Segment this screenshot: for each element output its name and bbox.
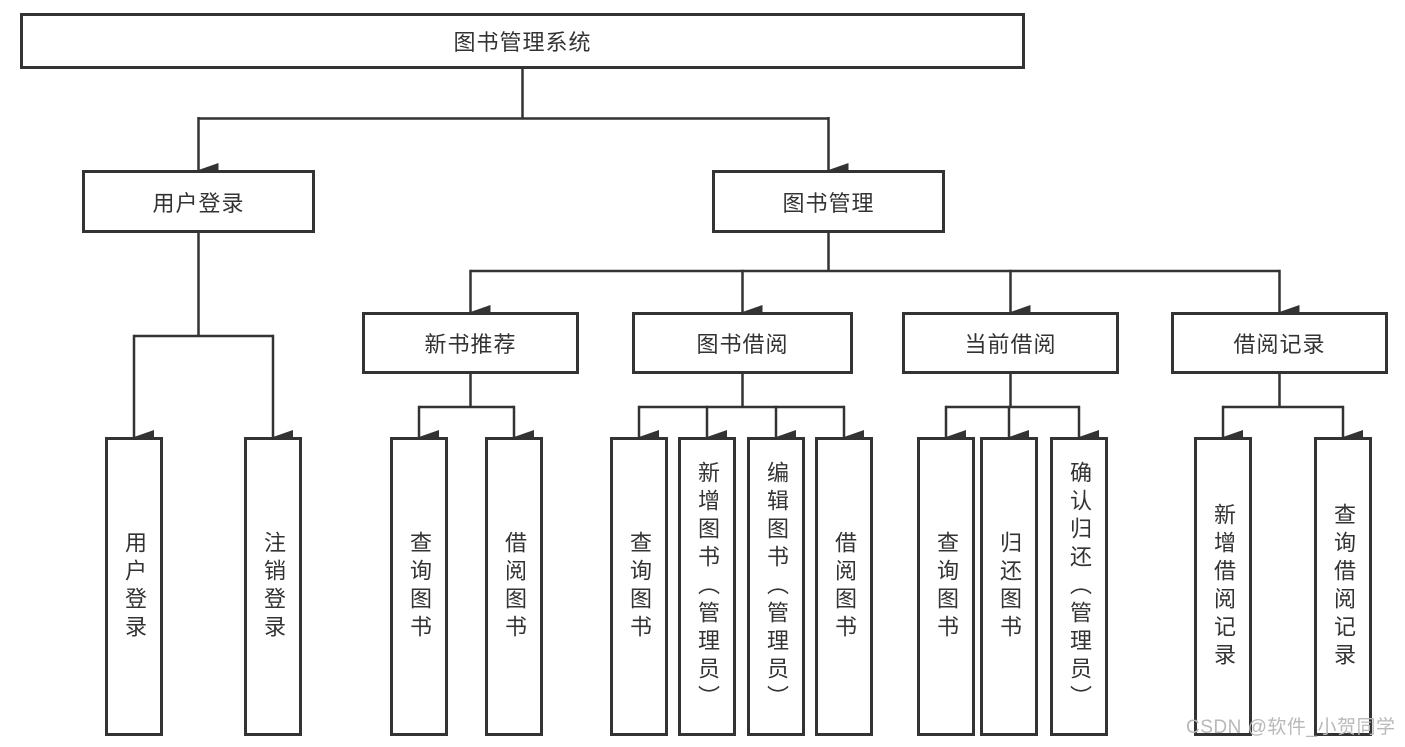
connector-borrow-records xyxy=(1221,374,1363,444)
node-label: 当前借阅 xyxy=(964,332,1057,357)
node-label: 借阅记录 xyxy=(1233,332,1326,357)
leaf-label: 归还图书 xyxy=(997,530,1022,643)
leaf-label: 查询借阅记录 xyxy=(1331,502,1356,671)
leaf-label: 借阅图书 xyxy=(502,530,527,643)
node-user-login: 用户登录 xyxy=(82,170,315,233)
leaf-label: 查询图书 xyxy=(407,530,432,643)
node-library-management-system: 图书管理系统 xyxy=(20,13,1025,69)
leaf-query-borrow-record: 查询借阅记录 xyxy=(1314,437,1372,736)
leaf-logout: 注销登录 xyxy=(244,437,302,736)
leaf-borrow-books: 借阅图书 xyxy=(815,437,873,736)
connector-new-book-recommend xyxy=(417,374,534,444)
node-current-borrowing: 当前借阅 xyxy=(902,312,1119,374)
node-book-borrowing: 图书借阅 xyxy=(632,312,853,374)
leaf-label: 借阅图书 xyxy=(832,530,857,643)
connector-root xyxy=(197,69,849,177)
node-label: 新书推荐 xyxy=(424,332,517,357)
node-new-book-recommend: 新书推荐 xyxy=(362,312,579,374)
leaf-borrow-books-recommend: 借阅图书 xyxy=(485,437,543,736)
leaf-add-borrow-record: 新增借阅记录 xyxy=(1194,437,1252,736)
leaf-label: 确认归还（管理员） xyxy=(1067,460,1092,713)
node-label: 图书管理系统 xyxy=(453,30,592,55)
leaf-return-books: 归还图书 xyxy=(980,437,1038,736)
node-borrow-records: 借阅记录 xyxy=(1171,312,1388,374)
connector-current-borrowing xyxy=(944,374,1099,444)
leaf-query-books-recommend: 查询图书 xyxy=(390,437,448,736)
leaf-label: 新增借阅记录 xyxy=(1211,502,1236,671)
leaf-label: 用户登录 xyxy=(122,530,147,643)
leaf-user-login: 用户登录 xyxy=(105,437,163,736)
connector-book-borrowing xyxy=(637,374,864,444)
node-book-management: 图书管理 xyxy=(712,170,945,233)
leaf-confirm-return-admin: 确认归还（管理员） xyxy=(1050,437,1108,736)
leaf-edit-book-admin: 编辑图书（管理员） xyxy=(747,437,805,736)
connector-user-login xyxy=(132,233,293,444)
leaf-label: 查询图书 xyxy=(627,530,652,643)
node-label: 图书借阅 xyxy=(696,332,789,357)
leaf-query-books-borrow: 查询图书 xyxy=(610,437,668,736)
node-label: 图书管理 xyxy=(782,190,875,216)
leaf-label: 注销登录 xyxy=(261,530,286,643)
leaf-label: 新增图书（管理员） xyxy=(695,460,720,713)
leaf-add-book-admin: 新增图书（管理员） xyxy=(678,437,736,736)
watermark-text: CSDN @软件_小贺同学 xyxy=(1186,717,1396,738)
node-label: 用户登录 xyxy=(152,190,245,216)
leaf-label: 查询图书 xyxy=(934,530,959,643)
leaf-query-books-current: 查询图书 xyxy=(917,437,975,736)
connector-book-management xyxy=(469,233,1300,319)
leaf-label: 编辑图书（管理员） xyxy=(764,460,789,713)
